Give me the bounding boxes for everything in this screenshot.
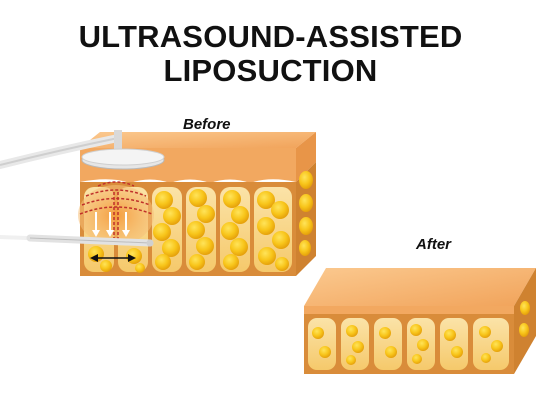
back-and-forth-arrow-icon [90,254,136,262]
before-fat-globules [88,189,290,273]
after-side [514,268,536,374]
before-side-globules [299,171,313,256]
after-side-globules [519,301,530,337]
after-skin-top [304,268,536,306]
title-line-1: ULTRASOUND-ASSISTED [78,19,463,54]
before-skin-top [80,132,316,148]
before-label: Before [183,116,231,133]
title-line-2: LIPOSUCTION [163,53,378,88]
after-skin-layer [304,306,514,314]
ultrasound-probe [0,130,165,170]
cannula [0,234,154,247]
after-tissue-block [304,268,536,374]
after-label: After [416,236,452,253]
downward-arrows [92,212,130,237]
before-skin-side [296,132,316,182]
red-markers [113,192,119,246]
before-tissue-block [78,132,316,276]
after-fat-globules [312,324,503,365]
